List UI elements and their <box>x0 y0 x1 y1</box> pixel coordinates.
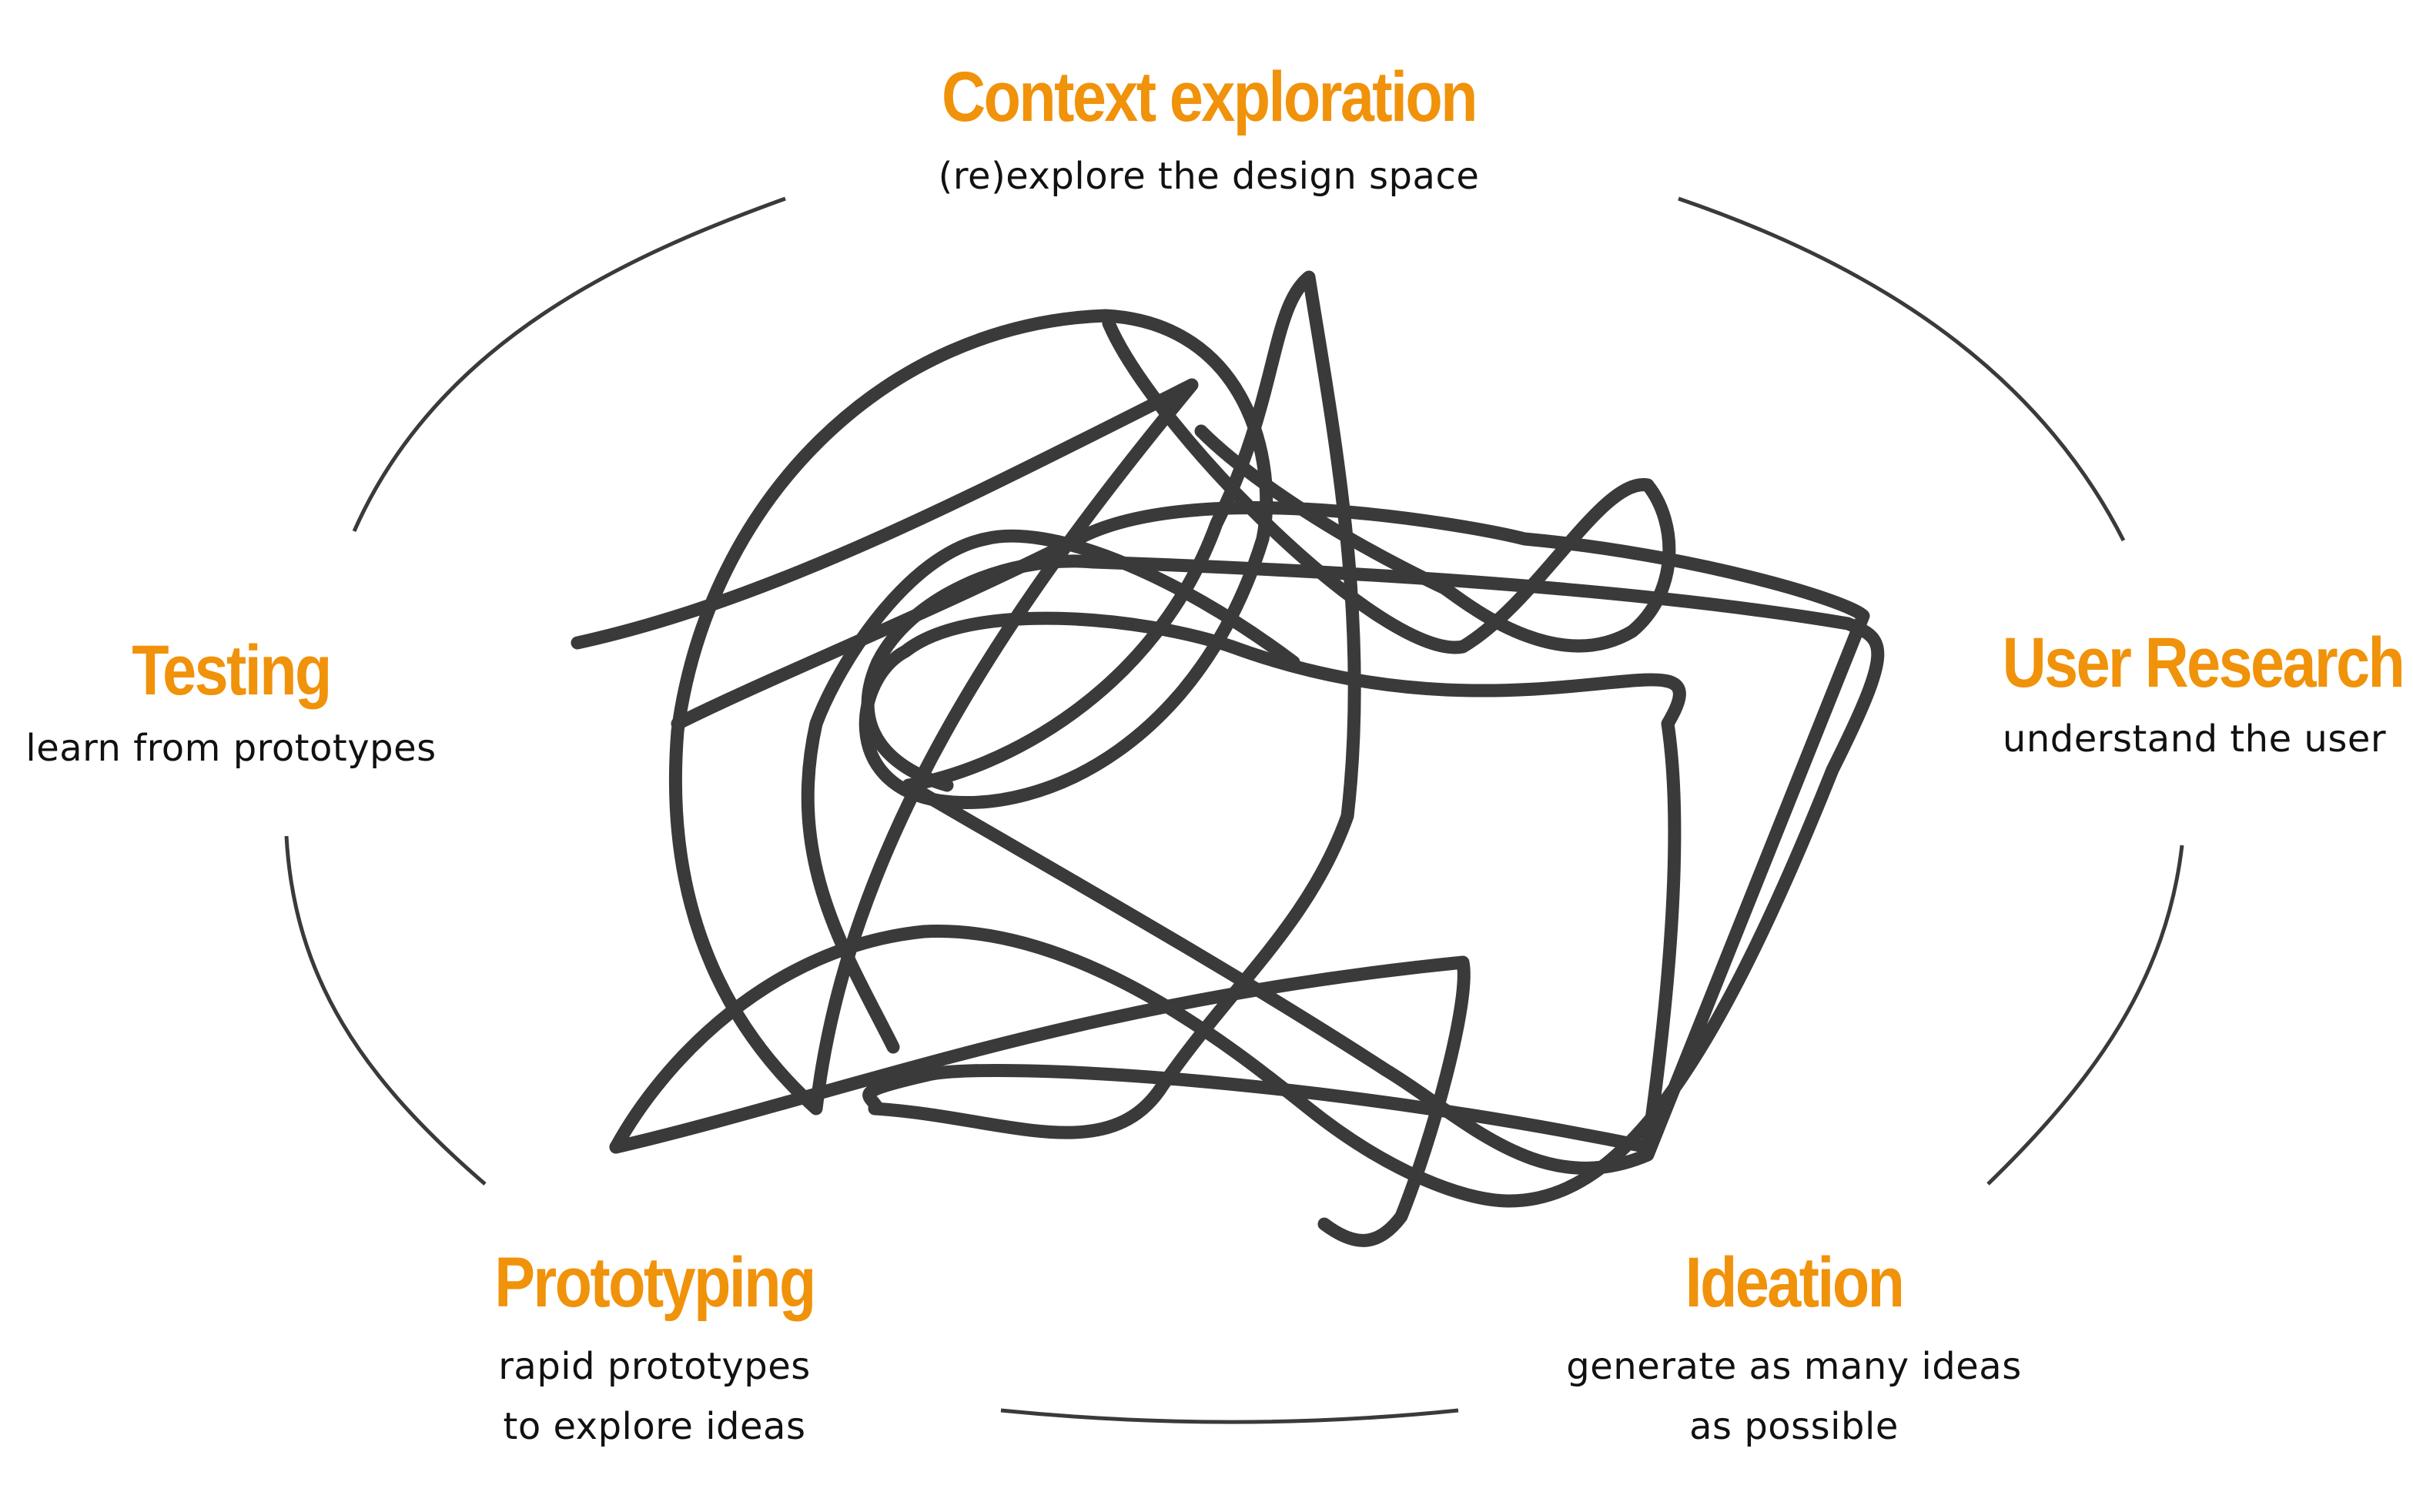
stage-user-research: User Research understand the user <box>1971 627 2413 769</box>
stage-prototyping: Prototyping rapid prototypes to explore … <box>385 1247 924 1457</box>
stage-description-line: generate as many ideas <box>1566 1345 2022 1388</box>
cycle-ring <box>284 196 2184 1424</box>
stage-title: User Research <box>2002 624 2405 702</box>
stage-description-line: as possible <box>1689 1405 1899 1448</box>
cycle-arc-left <box>284 835 487 1186</box>
cycle-arc-top-left <box>352 196 786 533</box>
stage-title: Context exploration <box>942 58 1478 136</box>
cycle-arc-right <box>1986 845 2184 1186</box>
stage-description: learn from prototypes <box>25 727 437 770</box>
stage-testing: Testing learn from prototypes <box>0 635 462 778</box>
stage-title: Testing <box>132 631 332 710</box>
cycle-arc-bottom <box>1000 1408 1459 1424</box>
stage-description-line: to explore ideas <box>503 1405 806 1448</box>
scribble-stroke <box>571 309 1686 1154</box>
stage-title: Prototyping <box>494 1243 816 1322</box>
scribble-stroke <box>609 955 1471 1247</box>
stage-description-line: rapid prototypes <box>498 1345 811 1388</box>
stage-ideation: Ideation generate as many ideas as possi… <box>1486 1247 2102 1457</box>
cycle-arc-top-right <box>1678 196 2126 542</box>
scribble-stroke <box>801 529 1300 1054</box>
scribble-stroke <box>671 501 1870 1175</box>
scribble-stroke <box>1102 316 1676 654</box>
stage-description: understand the user <box>2002 718 2387 761</box>
scribble-stroke <box>609 554 1885 1208</box>
stage-description: (re)explore the design space <box>938 155 1480 198</box>
stage-context-exploration: Context exploration (re)explore the desi… <box>824 62 1594 206</box>
tangled-scribble <box>571 270 1885 1247</box>
stage-title: Ideation <box>1685 1243 1905 1322</box>
